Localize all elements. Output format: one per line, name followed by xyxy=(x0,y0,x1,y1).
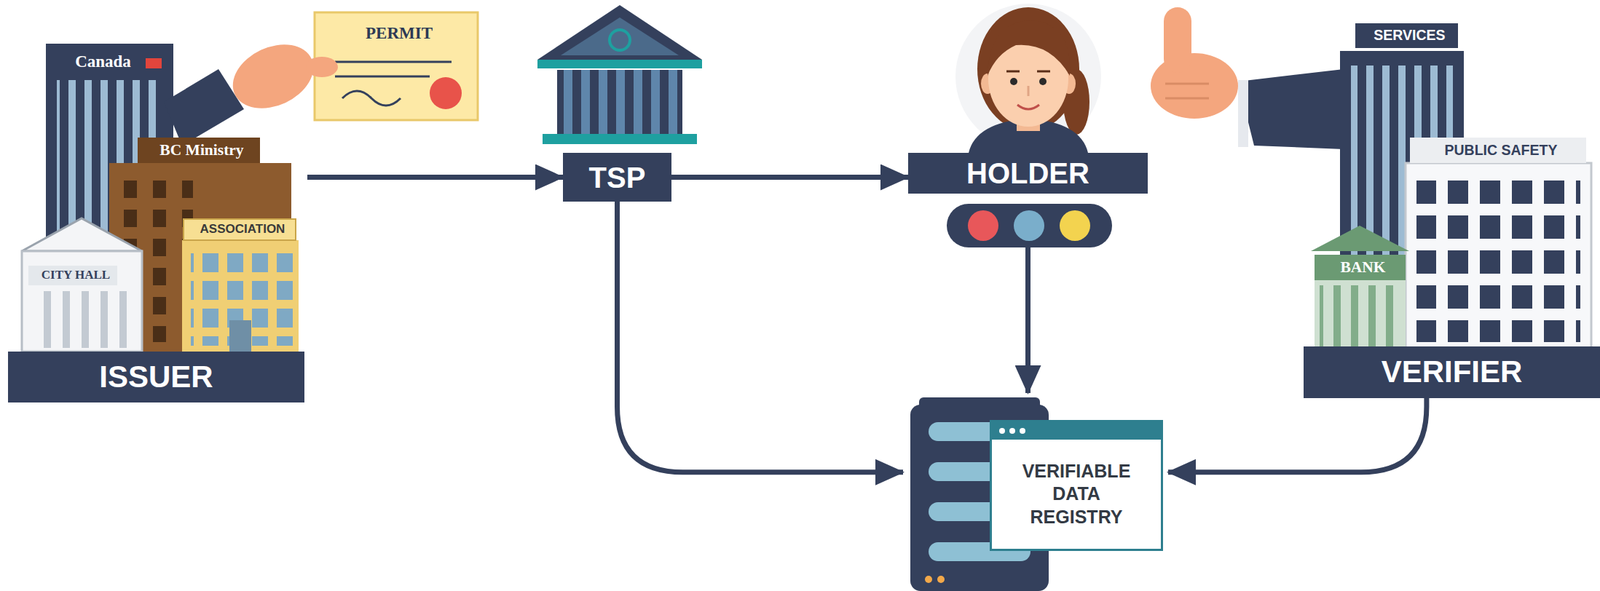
verifier-buildings-part xyxy=(1163,7,1192,73)
holder-group: HOLDER xyxy=(908,152,1148,248)
issuer-buildings-part xyxy=(222,32,325,121)
node-label: TSP xyxy=(589,161,646,194)
verifier-buildings-part xyxy=(1238,80,1249,148)
node-label: VERIFIER xyxy=(1381,355,1523,389)
issuer-buildings-part xyxy=(182,240,299,352)
issuer-buildings-part xyxy=(145,58,162,69)
node-label: ISSUER xyxy=(99,360,213,394)
registry-server-part xyxy=(924,576,933,584)
registry-label: VERIFIABLE DATA REGISTRY xyxy=(1005,460,1148,529)
node-label: HOLDER xyxy=(966,157,1090,190)
flow-arrow xyxy=(1025,247,1031,394)
holder-person-part xyxy=(1006,70,1051,73)
holder-person-part xyxy=(955,3,1102,150)
verifier-buildings-part xyxy=(1238,69,1344,150)
building-sign: BANK xyxy=(1314,256,1412,280)
holder-person-part xyxy=(946,203,1113,248)
verifier-buildings xyxy=(1150,7,1592,350)
tsp-temple-icon-part xyxy=(560,17,679,56)
registry-window: VERIFIABLE DATA REGISTRY xyxy=(989,420,1164,552)
tsp-temple-icon xyxy=(537,5,703,145)
holder-person-part xyxy=(1039,77,1047,86)
holder-person-part xyxy=(967,210,999,242)
verifier-buildings-part xyxy=(1314,280,1406,350)
issuer-group: ISSUER xyxy=(8,40,305,403)
issuer-buildings-part xyxy=(21,218,143,252)
flow-arrow xyxy=(307,174,563,180)
window-dot xyxy=(999,428,1006,435)
flow-arrow xyxy=(617,201,904,473)
holder-person-part xyxy=(1010,77,1018,86)
tsp-temple-icon-part xyxy=(537,59,703,69)
holder-person xyxy=(946,3,1113,248)
issuer-buildings-part xyxy=(21,251,143,352)
window-dot xyxy=(1019,428,1026,435)
holder-person-part xyxy=(1013,210,1045,242)
permit-title: PERMIT xyxy=(314,20,484,47)
building-sign: CITY HALL xyxy=(28,265,124,286)
building-sign: ASSOCIATION xyxy=(183,219,302,241)
holder-person-part xyxy=(1059,210,1091,242)
tsp-temple-icon-part xyxy=(562,69,679,135)
tower-sign: Canada xyxy=(50,49,156,75)
holder-person-part xyxy=(1017,104,1040,110)
registry-server-part xyxy=(937,576,945,584)
verifier-buildings-part xyxy=(1405,163,1592,350)
issuer-buildings-part xyxy=(163,69,244,146)
issuer-buildings xyxy=(21,12,478,352)
window-body: VERIFIABLE DATA REGISTRY xyxy=(991,439,1161,550)
tsp-temple-icon-part xyxy=(537,5,703,60)
verifier-buildings-part xyxy=(1310,225,1410,252)
issuer-buildings-part xyxy=(229,320,252,352)
verifier-group: VERIFIER xyxy=(1303,15,1600,399)
issuer-buildings-part xyxy=(429,77,462,110)
tsp-temple-icon-part xyxy=(557,69,683,135)
window-dot xyxy=(1009,428,1016,435)
building-sign: BC Ministry xyxy=(137,137,266,164)
holder-person-part xyxy=(1027,85,1030,97)
verifier-buildings-part xyxy=(1165,83,1209,99)
verifier-buildings-part xyxy=(1319,285,1402,348)
issuer-buildings-part xyxy=(305,56,338,78)
flow-arrow xyxy=(671,174,909,180)
tsp-box: TSP xyxy=(562,152,672,202)
building-sign: PUBLIC SAFETY xyxy=(1409,137,1592,164)
name-band: ISSUER xyxy=(8,351,305,403)
registry-node: VERIFIABLE DATA REGISTRY xyxy=(903,393,1169,591)
tsp-temple-icon-part xyxy=(542,134,697,145)
name-band: HOLDER xyxy=(908,152,1148,194)
flow-arrow xyxy=(1168,398,1427,473)
verifier-buildings-part xyxy=(1150,53,1239,119)
issuer-buildings-part xyxy=(32,291,135,349)
window-titlebar xyxy=(991,422,1161,440)
building-sign: SERVICES xyxy=(1354,22,1465,49)
tsp-temple-icon-part xyxy=(609,29,630,51)
name-band: VERIFIER xyxy=(1303,346,1600,399)
verifier-buildings-part xyxy=(1416,174,1581,343)
holder-person-part xyxy=(987,20,1070,76)
